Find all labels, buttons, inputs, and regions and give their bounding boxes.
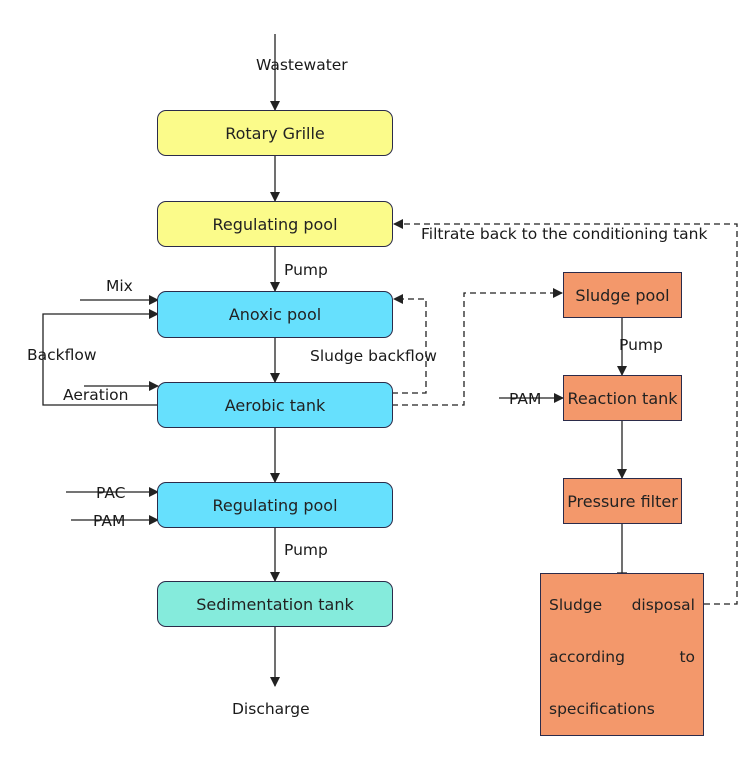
sedimentation-tank-box[interactable]: Sedimentation tank [157, 581, 393, 627]
dashed-aerobic-to-sludgepool [392, 288, 563, 406]
disposal-word: specifications [549, 700, 655, 718]
pam-sludge-label: PAM [509, 390, 542, 408]
regulating-pool-2-label: Regulating pool [212, 495, 338, 515]
pump-label-1: Pump [284, 261, 328, 279]
disposal-line-1: Sludge disposal [549, 579, 695, 631]
regulating-pool-1-label: Regulating pool [212, 214, 338, 234]
dashed-filtrate-return [393, 219, 738, 605]
disposal-line-3: specifications [549, 683, 695, 735]
sludge-disposal-box[interactable]: Sludge disposal according to specificati… [540, 573, 704, 736]
pressure-filter-box[interactable]: Pressure filter [563, 478, 682, 524]
sedimentation-tank-label: Sedimentation tank [196, 594, 354, 614]
rotary-grille-label: Rotary Grille [225, 123, 325, 143]
disposal-word: according [549, 648, 625, 666]
regulating-pool-2-box[interactable]: Regulating pool [157, 482, 393, 528]
filtrate-return-label: Filtrate back to the conditioning tank [421, 225, 708, 243]
rotary-grille-box[interactable]: Rotary Grille [157, 110, 393, 156]
aerobic-tank-label: Aerobic tank [224, 395, 326, 415]
sludge-backflow-label: Sludge backflow [310, 347, 437, 365]
anoxic-pool-box[interactable]: Anoxic pool [157, 291, 393, 338]
aerobic-tank-box[interactable]: Aerobic tank [157, 382, 393, 428]
pam-main-label: PAM [93, 512, 126, 530]
disposal-word: disposal [631, 596, 695, 614]
wastewater-label: Wastewater [256, 56, 348, 74]
sludge-pool-box[interactable]: Sludge pool [563, 272, 682, 318]
pac-label: PAC [96, 484, 126, 502]
dashed-sludge-backflow [392, 294, 427, 394]
disposal-line-2: according to [549, 631, 695, 683]
backflow-label: Backflow [27, 346, 97, 364]
pump-label-sludge: Pump [619, 336, 663, 354]
disposal-word: Sludge [549, 596, 603, 614]
arrow-backflow-loop [42, 309, 159, 406]
reaction-tank-label: Reaction tank [567, 388, 678, 408]
discharge-label: Discharge [232, 700, 310, 718]
disposal-word: to [679, 648, 695, 666]
anoxic-pool-label: Anoxic pool [228, 305, 322, 324]
pressure-filter-label: Pressure filter [567, 491, 678, 511]
reaction-tank-box[interactable]: Reaction tank [563, 375, 682, 421]
mix-label: Mix [106, 277, 133, 295]
sludge-pool-label: Sludge pool [575, 285, 670, 305]
pump-label-2: Pump [284, 541, 328, 559]
aeration-label: Aeration [63, 386, 129, 404]
regulating-pool-1-box[interactable]: Regulating pool [157, 201, 393, 247]
